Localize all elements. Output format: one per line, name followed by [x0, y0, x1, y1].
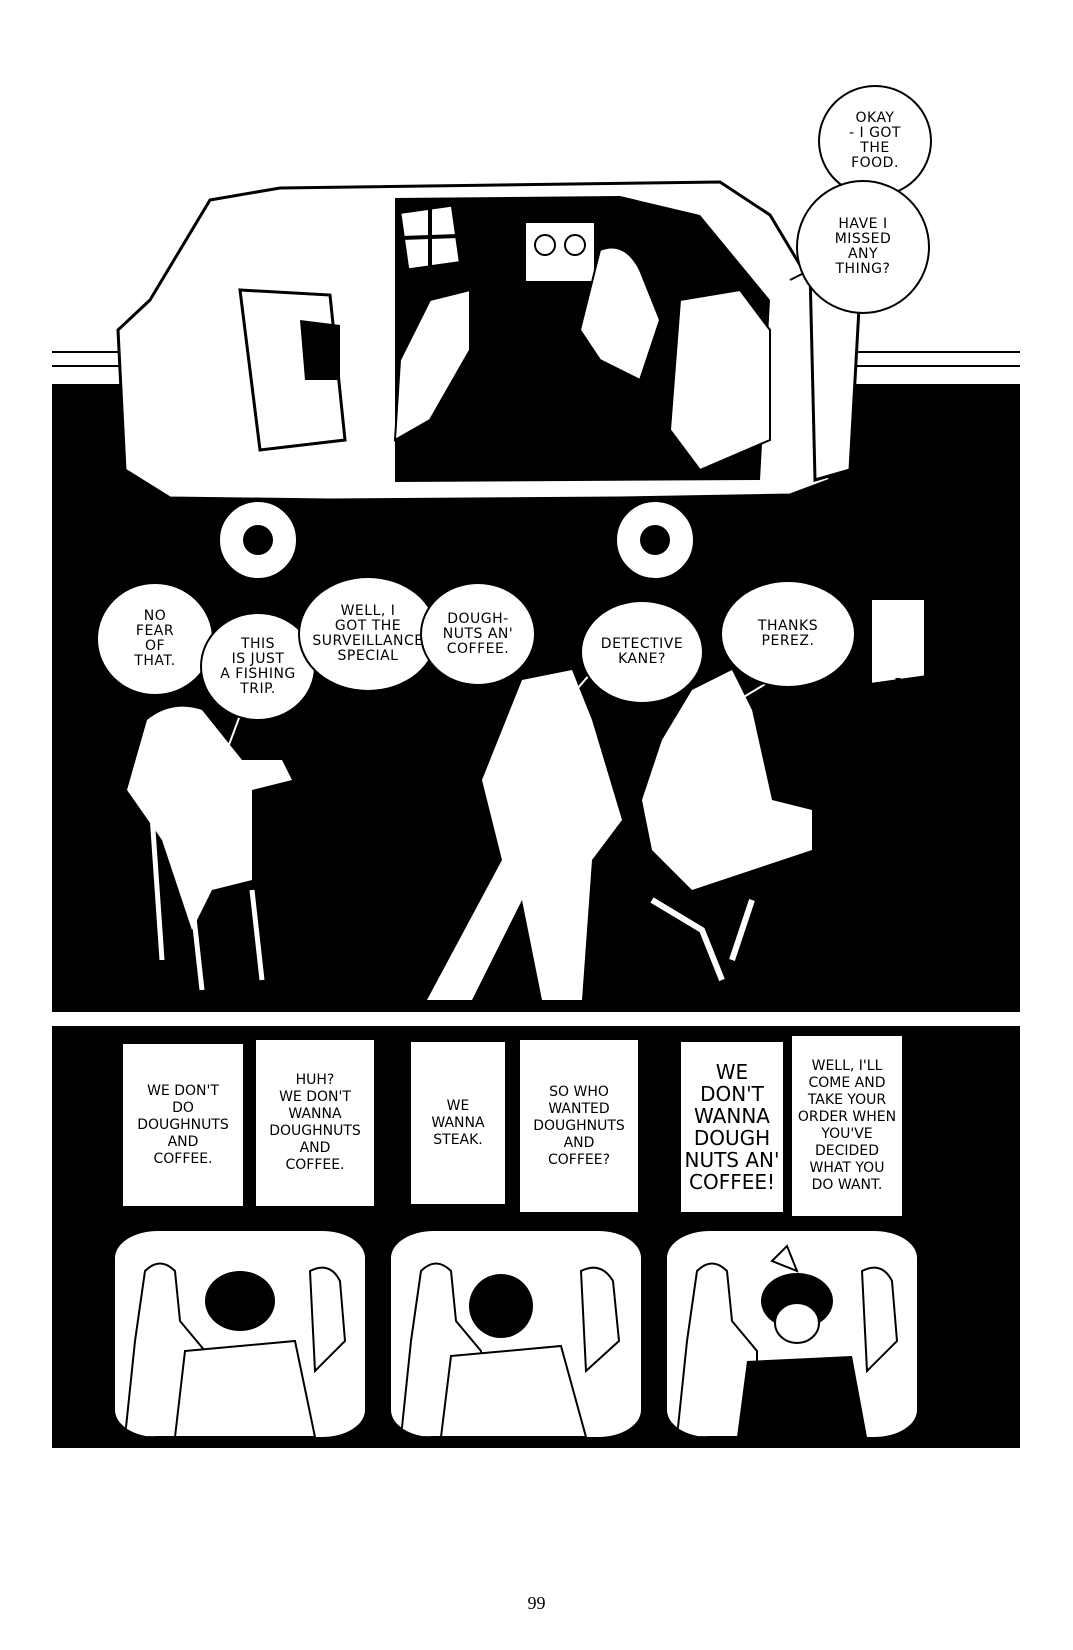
van-illustration [52, 180, 1020, 600]
tv-screen-3 [664, 1228, 920, 1440]
menu-card-5: WE DON'T WANNA DOUGH NUTS AN' COFFEE! [679, 1040, 785, 1214]
tv-scene-3 [675, 1244, 899, 1437]
balloon-missed-anything: HAVE I MISSED ANY THING? [796, 180, 930, 314]
balloon-thanks-perez: THANKS PEREZ. [720, 580, 856, 688]
menu-card-1: WE DON'T DO DOUGHNUTS AND COFFEE. [121, 1042, 245, 1208]
balloon-surveillance-special: WELL, I GOT THE SURVEILLANCE SPECIAL [298, 576, 438, 692]
menu-card-3: WE WANNA STEAK. [409, 1040, 507, 1206]
panel-van: OKAY - I GOT THE FOOD. HAVE I MISSED ANY… [0, 0, 1073, 600]
balloon-detective-kane: DETECTIVE KANE? [580, 600, 704, 704]
balloon-doughnuts-coffee: DOUGH- NUTS AN' COFFEE. [420, 582, 536, 686]
tv-scene-2 [399, 1262, 621, 1437]
menu-card-2: huh? WE DON'T WANNA DOUGHNUTS AND COFFEE… [254, 1038, 376, 1208]
menu-card-4: SO WHO WANTED DOUGHNUTS AND COFFEE? [518, 1038, 640, 1214]
detectives-illustration [127, 600, 927, 1000]
menu-card-6: WELL, I'LL COME AND TAKE YOUR ORDER WHEN… [790, 1034, 904, 1218]
tv-screen-1 [112, 1228, 368, 1440]
tv-screen-2 [388, 1228, 644, 1440]
balloon-no-fear: NO FEAR OF THAT. [96, 582, 214, 696]
balloon-fishing-trip: THIS IS JUST A FISHING TRIP. [200, 612, 316, 721]
tv-scene-1 [123, 1262, 347, 1437]
page-number: 99 [527, 1593, 546, 1613]
